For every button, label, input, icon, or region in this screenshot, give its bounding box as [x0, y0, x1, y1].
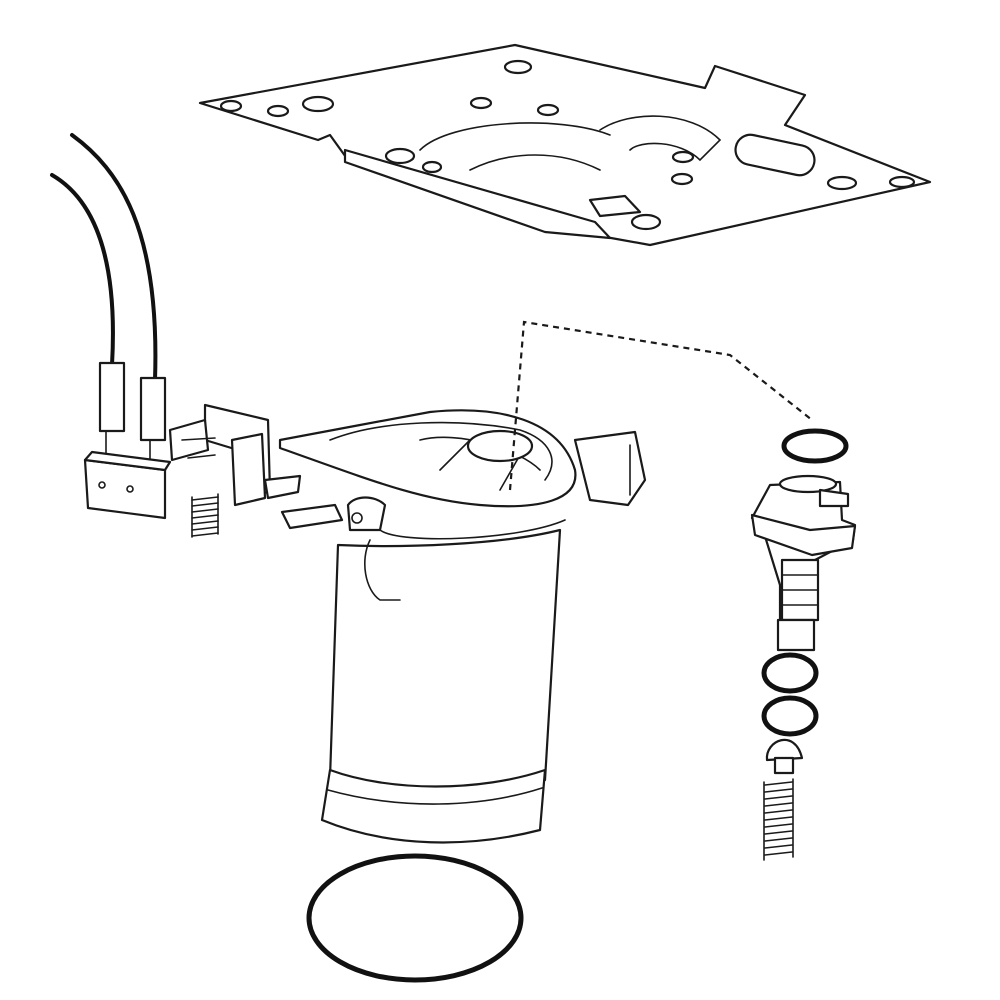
base-o-ring: [306, 853, 524, 983]
wire-connector: [98, 361, 126, 433]
leader-line: [508, 320, 813, 491]
switch-bracket: [168, 403, 302, 507]
valve-o-ring-mid-2: [761, 695, 819, 737]
wire-connector: [139, 376, 167, 442]
valve-cap: [765, 738, 804, 775]
valve-o-ring-top: [781, 428, 849, 464]
valve-body: [750, 474, 857, 652]
wire-leads: [50, 133, 167, 471]
terminal-block: [83, 450, 172, 520]
valve-spring: [763, 778, 794, 861]
valve-o-ring-mid-1: [761, 652, 819, 694]
mounting-plate: [198, 43, 932, 247]
reservoir-cylinder: [278, 409, 647, 844]
spring-small: [191, 493, 219, 538]
